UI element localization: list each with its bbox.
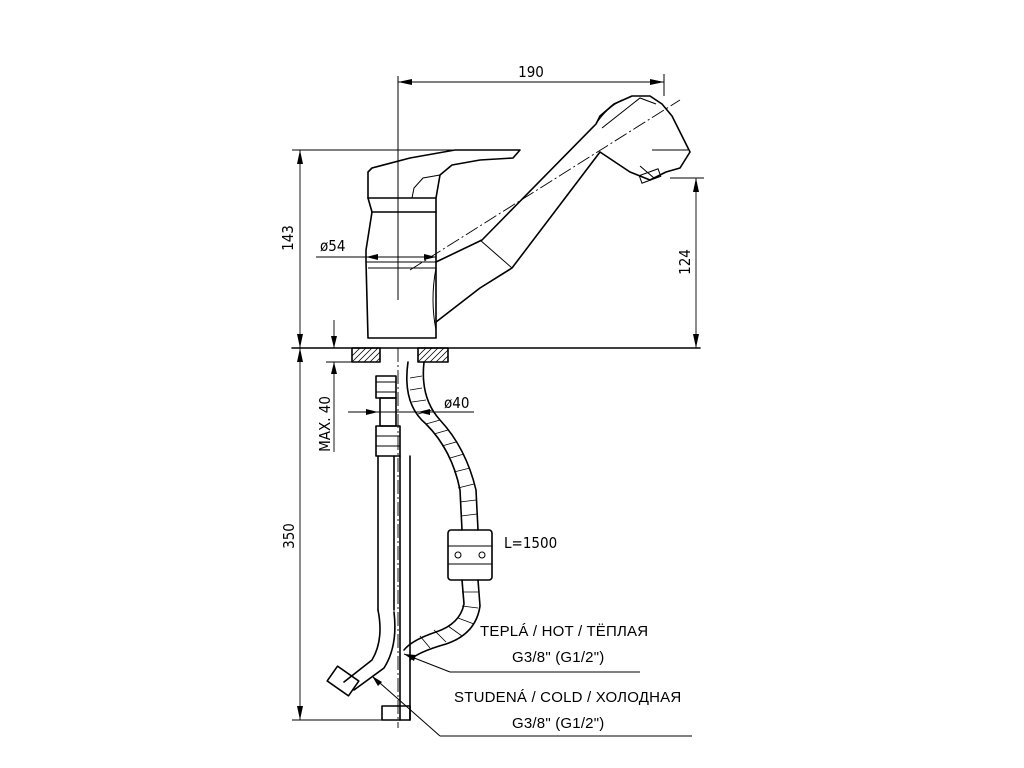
dimension-max-40: MAX. 40 xyxy=(316,396,334,452)
hot-label: TEPLÁ / HOT / TËПЛАЯ xyxy=(480,623,648,640)
dimension-body-diameter: ø54 xyxy=(316,237,436,260)
shower-hose: L=1500 xyxy=(403,361,557,661)
dimension-spout-height: 124 xyxy=(670,177,704,348)
pull-out-spout xyxy=(409,95,691,323)
dimension-350: 350 xyxy=(280,523,298,549)
mounting-shaft xyxy=(375,348,411,728)
dimension-below-counter: 350 xyxy=(280,348,386,721)
dimension-40: ø40 xyxy=(444,394,469,412)
hot-hose xyxy=(326,609,396,697)
dimension-190: 190 xyxy=(518,63,544,81)
faucet-body xyxy=(365,149,521,339)
hot-connection-callout: TEPLÁ / HOT / TËПЛАЯ G3/8" (G1/2") xyxy=(403,623,648,673)
dimension-body-height: 143 xyxy=(279,149,515,348)
counter-section xyxy=(351,347,449,363)
cold-hose xyxy=(399,455,411,721)
dimension-143: 143 xyxy=(279,225,297,251)
cold-label: STUDENÁ / COLD / ХОЛОДНАЯ xyxy=(454,689,681,706)
cold-connection-callout: STUDENÁ / COLD / ХОЛОДНАЯ G3/8" (G1/2") xyxy=(371,675,692,737)
dimension-width: 190 xyxy=(397,63,665,300)
cold-thread-label: G3/8" (G1/2") xyxy=(512,715,604,732)
hot-thread-label: G3/8" (G1/2") xyxy=(512,649,604,666)
hose-length-label: L=1500 xyxy=(504,534,557,552)
dimension-max-thickness: MAX. 40 xyxy=(316,320,352,452)
dimension-124: 124 xyxy=(676,249,694,275)
dimension-54: ø54 xyxy=(320,237,345,255)
